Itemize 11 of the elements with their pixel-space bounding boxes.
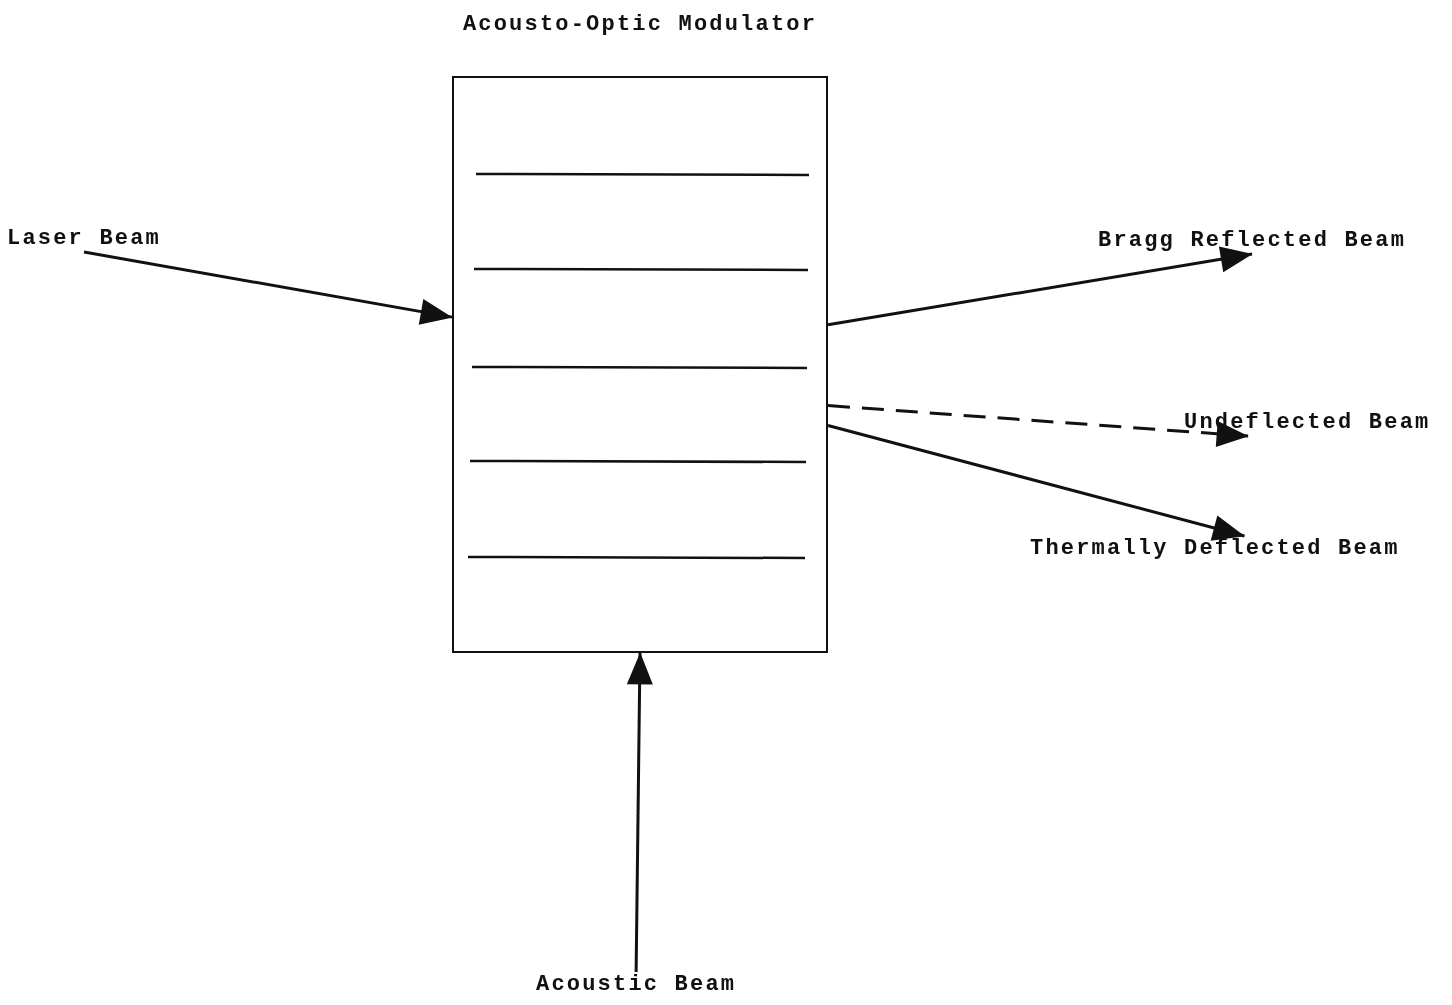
arrow: [626, 652, 653, 972]
beam-label: Thermally Deflected Beam: [1030, 536, 1400, 562]
arrow: [827, 404, 1249, 447]
beam-label: Bragg Reflected Beam: [1098, 228, 1407, 254]
arrow: [827, 246, 1253, 327]
heading: Acousto-Optic Modulator: [462, 12, 818, 38]
beam-label: Laser Beam: [7, 226, 162, 252]
beam-label: Undeflected Beam: [1184, 410, 1431, 436]
beam-label: Acoustic Beam: [536, 972, 737, 998]
arrow: [827, 424, 1245, 541]
arrow: [83, 250, 453, 325]
